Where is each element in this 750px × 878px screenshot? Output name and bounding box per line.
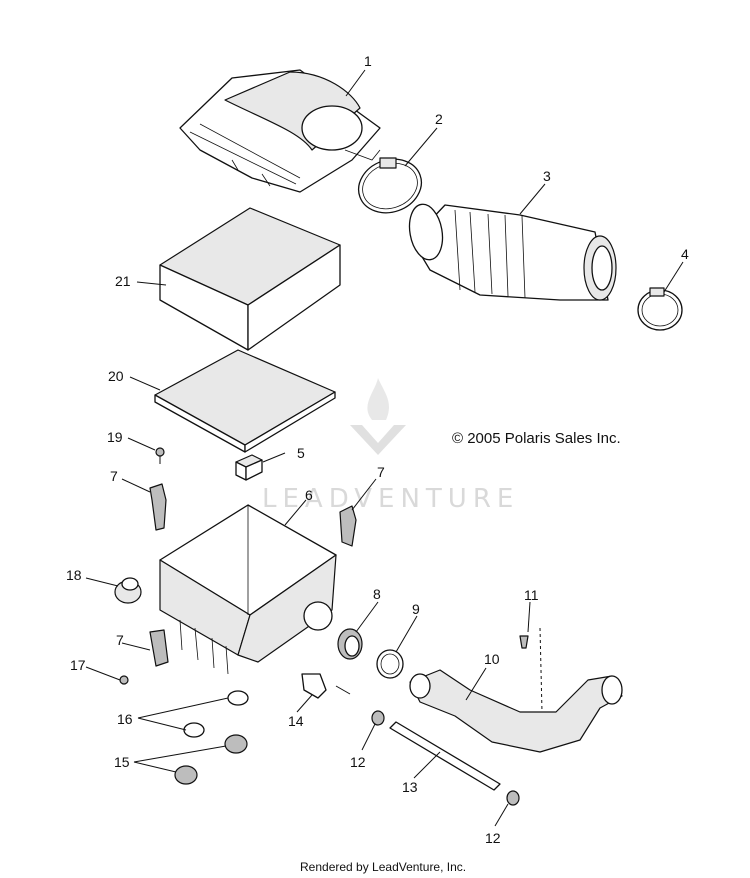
leadventure-watermark: LEADVENTURE: [262, 378, 519, 514]
callout-labels: 1 2 3 4 5 6 7 7 7 8 9 10 11 12 12 13 14 …: [66, 53, 689, 846]
callout-18: 18: [66, 567, 82, 583]
callout-7-bottom: 7: [116, 632, 124, 648]
callout-14: 14: [288, 713, 304, 729]
callout-15: 15: [114, 754, 130, 770]
part-12-clamp-b[interactable]: [506, 790, 520, 806]
callout-8: 8: [373, 586, 381, 602]
leader-lines: [85, 69, 684, 827]
callout-9: 9: [412, 601, 420, 617]
part-6-airbox-base[interactable]: [159, 504, 337, 675]
part-10-duct[interactable]: [409, 669, 623, 753]
callout-2: 2: [435, 111, 443, 127]
callout-21: 21: [115, 273, 131, 289]
callout-10: 10: [484, 651, 500, 667]
callout-5: 5: [297, 445, 305, 461]
callout-4: 4: [681, 246, 689, 262]
callout-1: 1: [364, 53, 372, 69]
callout-16: 16: [117, 711, 133, 727]
callout-11: 11: [524, 587, 539, 603]
part-16-clamps[interactable]: [183, 690, 249, 738]
part-18-sleeve[interactable]: [114, 577, 142, 604]
part-7-bracket-left[interactable]: [149, 483, 167, 531]
callout-7-right: 7: [377, 464, 385, 480]
callout-13: 13: [402, 779, 418, 795]
callout-17: 17: [70, 657, 86, 673]
part-19-screw[interactable]: [155, 447, 165, 464]
part-8-grommet[interactable]: [337, 628, 363, 660]
callout-20: 20: [108, 368, 124, 384]
part-17-screw[interactable]: [119, 675, 129, 685]
part-7-bracket-right[interactable]: [339, 505, 357, 547]
part-9-clamp[interactable]: [376, 649, 404, 679]
part-3-intake-boot[interactable]: [405, 202, 617, 301]
callout-19: 19: [107, 429, 123, 445]
part-21-air-filter[interactable]: [159, 207, 341, 351]
footer-credit: Rendered by LeadVenture, Inc.: [300, 860, 466, 874]
part-1-airbox-cover[interactable]: [179, 69, 381, 193]
callout-3: 3: [543, 168, 551, 184]
callout-6: 6: [305, 487, 313, 503]
part-14-fitting[interactable]: [301, 673, 327, 699]
part-7-bracket-bottom[interactable]: [149, 629, 169, 667]
part-5-foam-block[interactable]: [235, 454, 263, 481]
callout-7-left: 7: [110, 468, 118, 484]
watermark-text: LEADVENTURE: [262, 484, 519, 514]
part-4-clamp[interactable]: [637, 287, 683, 331]
part-15-caps[interactable]: [174, 734, 248, 785]
part-13-hose[interactable]: [389, 721, 501, 791]
part-11-fastener[interactable]: [519, 635, 529, 649]
part-2-clamp[interactable]: [351, 151, 429, 222]
part-12-clamp-a[interactable]: [371, 710, 385, 726]
callout-12-b: 12: [485, 830, 501, 846]
part-20-pre-filter[interactable]: [154, 349, 336, 453]
copyright-notice: © 2005 Polaris Sales Inc.: [452, 430, 621, 447]
callout-12-a: 12: [350, 754, 366, 770]
